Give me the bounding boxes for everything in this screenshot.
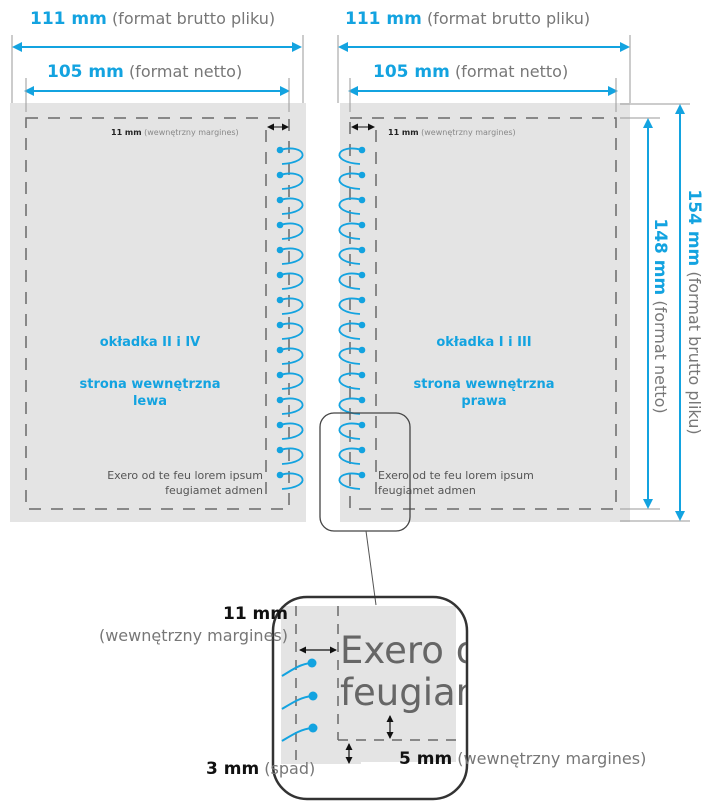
right-page [340,103,630,522]
left-net-width-label: 105 mm (format netto) [47,62,242,82]
right-cover-title: okładka I i III [436,335,532,350]
right-gross-width-value: 111 mm [345,9,422,29]
left-body-line2: feugiamet admen [165,484,263,497]
zoom-text-line2: feugiam [340,671,466,714]
left-body-line1: Exero od te feu lorem ipsum [107,469,263,482]
left-subtitle-line2: lewa [132,394,168,409]
safe-margin-desc: (wewnętrzny margines) [457,749,647,768]
zoom-inner-margin-desc: (wewnętrzny margines) [98,626,288,645]
net-height-value: 148 mm [650,218,670,296]
left-gross-width-desc: (format brutto pliku) [111,9,276,28]
right-subtitle-line2: prawa [461,394,507,409]
zoom-inner-margin-value: 11 mm [222,604,288,624]
right-body-line1: Exero od te feu lorem ipsum [378,469,534,482]
zoom-text-line1: Exero o [340,630,466,672]
net-height-desc: (format netto) [651,300,670,414]
bleed-label: 3 mm (spad) [206,759,315,779]
bleed-value: 3 mm [206,759,260,779]
right-inner-margin-label: 11 mm (wewnętrzny margines) [388,128,516,137]
right-body-text: Exero od te feu lorem ipsum feugiamet ad… [378,468,534,498]
right-net-width-desc: (format netto) [454,62,569,81]
left-gross-width-label: 111 mm (format brutto pliku) [30,9,275,29]
net-height-label: 148 mm (format netto) [650,218,670,413]
right-net-width-label: 105 mm (format netto) [373,62,568,82]
safe-margin-value: 5 mm [399,749,453,769]
right-subtitle-line1: strona wewnętrzna [413,377,555,392]
right-page-title: okładka I i III [384,334,584,351]
right-net-width-value: 105 mm [373,62,450,82]
left-page-subtitle: strona wewnętrzna lewa [50,376,250,410]
gross-height-value: 154 mm [684,189,704,267]
right-body-line2: feugiamet admen [378,484,476,497]
bleed-desc: (spad) [264,759,316,778]
left-inner-margin-value: 11 mm [111,128,142,137]
right-gross-width-label: 111 mm (format brutto pliku) [345,9,590,29]
right-page-subtitle: strona wewnętrzna prawa [384,376,584,410]
safe-margin-label: 5 mm (wewnętrzny margines) [399,749,646,769]
gross-height-label: 154 mm (format brutto pliku) [684,189,704,434]
zoom-inner-margin-label: 11 mm (wewnętrzny margines) [99,603,288,647]
left-inner-margin-desc: (wewnętrzny margines) [144,128,239,137]
left-cover-title: okładka II i IV [99,335,201,350]
left-net-width-desc: (format netto) [128,62,243,81]
left-page [10,103,306,522]
left-inner-margin-label: 11 mm (wewnętrzny margines) [111,128,239,137]
zoom-body-text: Exero o feugiam [340,630,466,714]
left-subtitle-line1: strona wewnętrzna [79,377,221,392]
gross-height-desc: (format brutto pliku) [685,271,704,435]
left-gross-width-value: 111 mm [30,9,107,29]
right-inner-margin-value: 11 mm [388,128,419,137]
left-net-width-value: 105 mm [47,62,124,82]
left-body-text: Exero od te feu lorem ipsum feugiamet ad… [107,468,263,498]
right-inner-margin-desc: (wewnętrzny margines) [421,128,516,137]
left-page-title: okładka II i IV [50,334,250,351]
right-gross-width-desc: (format brutto pliku) [426,9,591,28]
